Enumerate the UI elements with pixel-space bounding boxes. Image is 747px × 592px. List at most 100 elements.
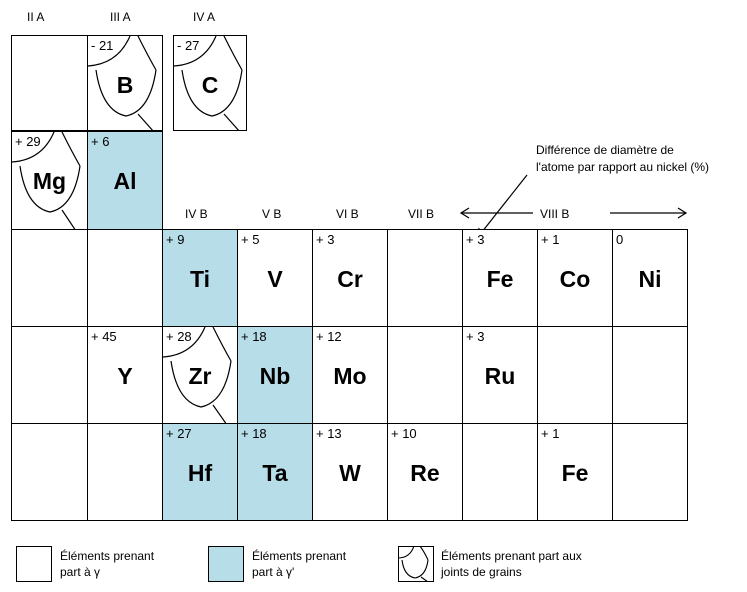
cell-empty-r4-viiib-2	[537, 326, 613, 424]
cell-number: + 3	[466, 329, 485, 344]
group-label-vib: VI B	[336, 207, 359, 221]
cell-number: + 10	[391, 426, 417, 441]
group-label-iia: II A	[27, 10, 45, 24]
legend-text-gamma-prime: Éléments prenant part à γ'	[252, 548, 346, 580]
cell-symbol: Y	[117, 363, 133, 389]
cell-Ti: + 9 Ti	[162, 229, 238, 327]
cell-Mg: + 29 Mg	[11, 131, 88, 230]
cell-Nb: + 18 Nb	[237, 326, 313, 424]
cell-empty-r3-iia	[11, 229, 88, 327]
legend-swatch-gamma	[16, 546, 52, 582]
grain-boundary-icon	[88, 36, 157, 130]
cell-Re: + 10 Re	[387, 423, 463, 521]
cell-number: - 27	[177, 38, 200, 53]
cell-number: + 29	[15, 134, 41, 149]
cell-empty-r4-viib	[387, 326, 463, 424]
legend-gamma-line-2: part à γ	[60, 565, 101, 579]
cell-Y: + 45 Y	[87, 326, 163, 424]
cell-empty-r4-viiib-3	[612, 326, 688, 424]
cell-symbol: W	[339, 460, 361, 486]
cell-Al: + 6 Al	[87, 131, 163, 230]
cell-symbol: Fe	[486, 266, 514, 292]
cell-symbol: Hf	[187, 460, 213, 486]
cell-V: + 5 V	[237, 229, 313, 327]
group-label-iva: IV A	[193, 10, 216, 24]
cell-number: + 9	[166, 232, 185, 247]
annotation-line-2: l'atome par rapport au nickel (%)	[536, 160, 710, 174]
cell-symbol: Nb	[259, 363, 291, 389]
group-label-viib: VII B	[408, 207, 435, 221]
cell-number: + 3	[466, 232, 485, 247]
arrow-left-head	[459, 207, 470, 219]
cell-symbol: Cr	[337, 266, 363, 292]
cell-Fe-r5: + 1 Fe	[537, 423, 613, 521]
cell-number: 0	[616, 232, 624, 247]
cell-symbol: Zr	[188, 363, 212, 389]
cell-symbol: Ru	[484, 363, 516, 389]
cell-number: + 27	[166, 426, 192, 441]
legend-swatch-gamma-prime	[208, 546, 244, 582]
cell-number: + 12	[316, 329, 342, 344]
cell-number: + 45	[91, 329, 117, 344]
cell-symbol: B	[116, 72, 134, 98]
legend-gamma-line-1: Éléments prenant	[60, 549, 155, 563]
cell-Hf: + 27 Hf	[162, 423, 238, 521]
cell-empty-r3-iiia	[87, 229, 163, 327]
cell-number: + 13	[316, 426, 342, 441]
grain-boundary-icon	[398, 546, 429, 582]
legend-gamma-prime-line-1: Éléments prenant	[252, 549, 347, 563]
legend-swatch-grain-boundary	[398, 546, 434, 582]
cell-number: + 6	[91, 134, 110, 149]
group-label-viiib: VIII B	[540, 207, 570, 221]
annotation-text: Différence de diamètre de l'atome par ra…	[536, 142, 709, 176]
cell-W: + 13 W	[312, 423, 388, 521]
cell-Ni: 0 Ni	[612, 229, 688, 327]
cell-number: + 3	[316, 232, 335, 247]
cell-number: + 18	[241, 329, 267, 344]
arrow-right-head	[677, 207, 688, 219]
cell-empty-r5-iiia	[87, 423, 163, 521]
cell-symbol: Mo	[333, 363, 367, 389]
cell-C: - 27 C	[173, 35, 247, 131]
annotation-pointer-line	[477, 174, 528, 238]
cell-number: + 5	[241, 232, 260, 247]
cell-symbol: Ta	[262, 460, 288, 486]
cell-symbol: Re	[410, 460, 440, 486]
annotation-line-1: Différence de diamètre de	[536, 143, 674, 157]
legend-grain-line-1: Éléments prenant part aux	[441, 549, 582, 563]
cell-symbol: Ti	[189, 266, 211, 292]
cell-symbol: Ni	[638, 266, 662, 292]
group-label-ivb: IV B	[185, 207, 208, 221]
grain-boundary-icon	[163, 327, 232, 423]
cell-Zr: + 28 Zr	[162, 326, 238, 424]
cell-symbol: Co	[559, 266, 591, 292]
cell-symbol: C	[201, 72, 219, 98]
cell-empty-r5-viiib-3	[612, 423, 688, 521]
cell-symbol: Mg	[32, 168, 67, 194]
cell-empty-r3-viib	[387, 229, 463, 327]
legend-gamma-prime-line-2: part à γ'	[252, 565, 295, 579]
cell-B: - 21 B	[87, 35, 163, 131]
cell-empty-r1-iia	[11, 35, 88, 131]
cell-empty-r4-iia	[11, 326, 88, 424]
cell-Ta: + 18 Ta	[237, 423, 313, 521]
cell-number: + 1	[541, 426, 560, 441]
cell-Mo: + 12 Mo	[312, 326, 388, 424]
legend-text-grain-boundary: Éléments prenant part aux joints de grai…	[441, 548, 582, 580]
cell-Fe: + 3 Fe	[462, 229, 538, 327]
cell-Ru: + 3 Ru	[462, 326, 538, 424]
legend-grain-line-2: joints de grains	[441, 565, 522, 579]
group-label-vb: V B	[262, 207, 282, 221]
group-label-iiia: III A	[110, 10, 131, 24]
cell-symbol: Al	[113, 168, 137, 194]
cell-Co: + 1 Co	[537, 229, 613, 327]
cell-symbol: Fe	[561, 460, 589, 486]
cell-number: + 28	[166, 329, 192, 344]
legend-text-gamma: Éléments prenant part à γ	[60, 548, 154, 580]
grain-boundary-icon	[174, 36, 243, 130]
grain-boundary-icon	[12, 132, 81, 229]
cell-number: + 18	[241, 426, 267, 441]
cell-empty-r5-viiib-1	[462, 423, 538, 521]
cell-number: + 1	[541, 232, 560, 247]
cell-symbol: V	[267, 266, 283, 292]
